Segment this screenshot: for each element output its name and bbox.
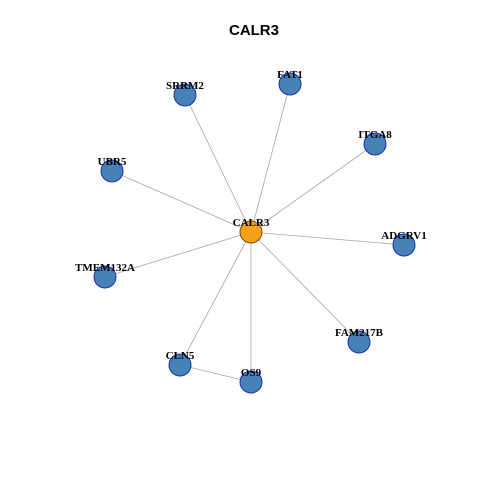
node-circle [173,83,197,107]
node-label: ADGRV1 [381,230,426,242]
node-calr3: CALR3 [233,217,270,244]
edge-calr3-itga8 [250,143,376,233]
node-circle [239,220,263,244]
node-cln5: CLN5 [166,350,195,377]
node-tmem132a: TMEM132A [75,262,135,289]
node-label: TMEM132A [75,262,135,274]
node-fam217b: FAM217B [335,327,384,354]
node-label: ITGA8 [358,129,392,141]
edge-calr3-fat1 [250,83,291,233]
node-circle [363,132,387,156]
node-label: CLN5 [166,350,195,362]
node-circle [100,159,124,183]
node-srrm2: SRRM2 [166,80,204,107]
node-label: FAM217B [335,327,384,339]
edge-cln5-os9 [179,364,252,383]
node-circle [239,370,263,394]
node-circle [93,265,117,289]
edge-calr3-ubr5 [111,170,252,233]
edge-calr3-tmem132a [104,231,252,278]
edge-calr3-fam217b [250,231,360,343]
node-label: UBR5 [98,156,127,168]
node-adgrv1: ADGRV1 [381,230,427,257]
edge-calr3-cln5 [179,231,252,366]
edge-layer [104,83,405,383]
node-circle [392,233,416,257]
edge-calr3-srrm2 [184,94,252,233]
node-circle [168,353,192,377]
node-label: CALR3 [233,217,270,229]
node-label: OS9 [241,367,262,379]
node-fat1: FAT1 [277,69,303,96]
node-label: SRRM2 [166,80,204,92]
node-circle [278,72,302,96]
node-ubr5: UBR5 [98,156,127,183]
node-label: FAT1 [277,69,303,81]
node-itga8: ITGA8 [358,129,392,156]
node-circle [347,330,371,354]
node-os9: OS9 [239,367,263,394]
diagram-title: CALR3 [229,22,279,39]
edge-calr3-adgrv1 [250,231,405,246]
